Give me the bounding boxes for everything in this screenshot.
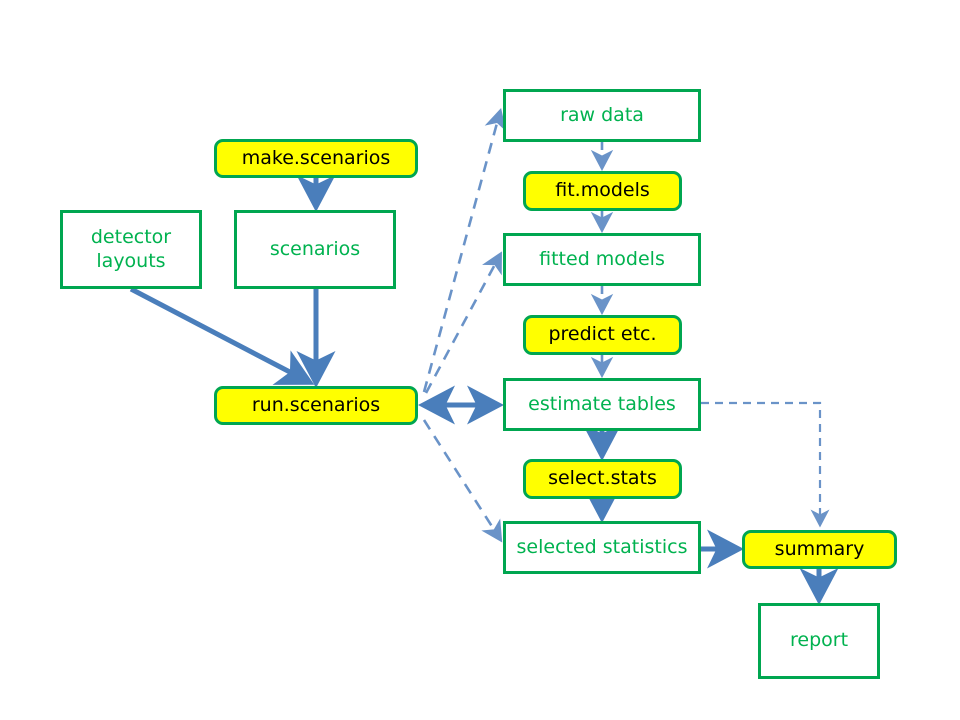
node-label: selected statistics [516, 535, 688, 558]
node-fit-models[interactable]: fit.models [523, 171, 682, 211]
node-raw-data[interactable]: raw data [503, 89, 701, 142]
node-estimate-tables[interactable]: estimate tables [503, 378, 701, 431]
node-label: run.scenarios [251, 393, 381, 416]
node-selected-statistics[interactable]: selected statistics [503, 521, 701, 574]
node-label: predict etc. [548, 323, 657, 346]
node-detector-layouts[interactable]: detector layouts [60, 210, 202, 289]
node-summary[interactable]: summary [742, 530, 897, 569]
node-label: raw data [560, 103, 644, 126]
edge-run-scenarios-to-raw-data [422, 107, 507, 393]
node-label: detector layouts [90, 226, 172, 272]
node-report[interactable]: report [758, 603, 880, 679]
node-label: estimate tables [528, 392, 676, 415]
node-label: fitted models [539, 247, 665, 270]
node-label: scenarios [269, 237, 361, 260]
node-label: select.stats [548, 467, 657, 490]
node-scenarios[interactable]: scenarios [234, 210, 396, 289]
edge-run-scenarios-to-selected-statistics [422, 419, 503, 543]
edge-run-scenarios-to-fitted-models [424, 251, 502, 394]
node-run-scenarios[interactable]: run.scenarios [214, 386, 418, 425]
node-make-scenarios[interactable]: make.scenarios [214, 139, 418, 178]
edge-detector-layouts-to-run-scenarios [129, 286, 315, 385]
node-label: fit.models [555, 179, 650, 202]
node-label: summary [774, 537, 865, 560]
node-label: report [789, 629, 849, 652]
node-predict-etc[interactable]: predict etc. [523, 315, 682, 355]
node-select-stats[interactable]: select.stats [523, 459, 682, 499]
node-label: make.scenarios [241, 146, 391, 169]
node-fitted-models[interactable]: fitted models [503, 233, 701, 286]
edge-estimate-tables-to-summary [701, 401, 830, 528]
